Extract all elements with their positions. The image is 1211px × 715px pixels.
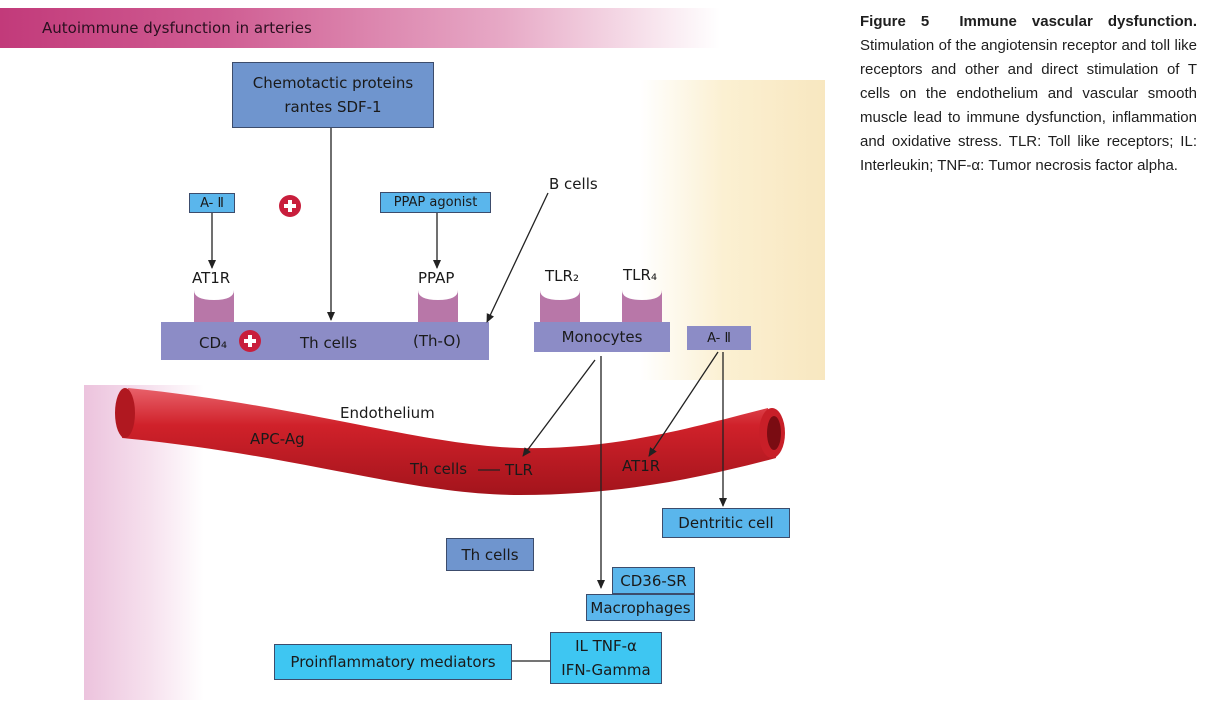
chemotactic-line1: Chemotactic proteins — [252, 74, 414, 92]
receptor-at1r — [194, 290, 234, 322]
a2-top-box: A- Ⅱ — [189, 193, 235, 213]
at1r-top-label: AT1R — [192, 269, 231, 287]
monocytes-label: Monocytes — [561, 328, 643, 346]
proinflammatory-label: Proinflammatory mediators — [290, 653, 496, 671]
cd4-label: CD₄ — [199, 334, 228, 352]
il-tnf-ifn-box: IL TNF-α IFN-Gamma — [550, 632, 662, 684]
a2-right-label: A- Ⅱ — [707, 330, 731, 346]
monocytes-bar: Monocytes — [534, 322, 670, 352]
plus-icon-bar — [239, 330, 261, 352]
banner-title: Autoimmune dysfunction in arteries — [42, 19, 312, 37]
receptor-ppap — [418, 290, 458, 322]
title-banner: Autoimmune dysfunction in arteries — [0, 8, 720, 48]
il-tnf-label: IL TNF-α — [575, 637, 637, 655]
ppap-label: PPAP — [418, 269, 455, 287]
ifn-gamma-label: IFN-Gamma — [561, 661, 651, 679]
endothelium-label: Endothelium — [340, 404, 435, 422]
a2-right-box: A- Ⅱ — [687, 326, 751, 350]
figure-title: Immune vascular dysfunction. — [959, 13, 1197, 30]
tlr-vessel-label: TLR — [505, 461, 533, 479]
blood-vessel — [122, 388, 776, 495]
th-o-label: (Th-O) — [413, 332, 462, 350]
at1r-vessel-label: AT1R — [622, 457, 661, 475]
proinflammatory-box: Proinflammatory mediators — [274, 644, 512, 680]
plus-icon-top — [279, 195, 301, 217]
arrow-bcells-to-th-o — [486, 192, 549, 323]
macrophages-label: Macrophages — [590, 598, 691, 617]
th-cells-bar-label: Th cells — [300, 334, 358, 352]
arrow-monocytes-to-tlr — [522, 359, 596, 457]
dentritic-label: Dentritic cell — [678, 514, 774, 532]
chemotactic-proteins-box: Chemotactic proteins rantes SDF-1 — [232, 62, 434, 128]
ppap-agonist-label: PPAP agonist — [393, 195, 478, 210]
apc-ag-label: APC-Ag — [250, 430, 305, 448]
a2-top-label: A- Ⅱ — [200, 195, 224, 211]
vessel-left-end — [115, 388, 135, 438]
th-cells-box-label: Th cells — [461, 545, 519, 564]
cd36-sr-box: CD36-SR — [612, 567, 695, 594]
th-cells-bar — [161, 322, 489, 360]
th-cells-vessel-label: Th cells — [410, 460, 468, 478]
arrow-a2-to-at1r-vessel — [648, 351, 719, 457]
receptor-tlr4 — [622, 290, 662, 322]
figure-label: Figure 5 — [860, 13, 930, 30]
th-cells-box: Th cells — [446, 538, 534, 571]
b-cells-label: B cells — [549, 175, 598, 193]
caption-text: Stimulation of the angiotensin receptor … — [860, 37, 1197, 174]
dentritic-cell-box: Dentritic cell — [662, 508, 790, 538]
cd36-label: CD36-SR — [620, 571, 687, 590]
chemotactic-line2: rantes SDF-1 — [284, 98, 382, 116]
macrophages-box: Macrophages — [586, 594, 695, 621]
figure-caption: Figure 5 Immune vascular dysfunction. St… — [860, 10, 1197, 178]
vessel-right-lumen — [767, 416, 781, 450]
receptor-tlr2 — [540, 290, 580, 322]
tlr4-label: TLR₄ — [623, 266, 657, 284]
tlr2-label: TLR₂ — [545, 267, 579, 285]
ppap-agonist-box: PPAP agonist — [380, 192, 491, 213]
